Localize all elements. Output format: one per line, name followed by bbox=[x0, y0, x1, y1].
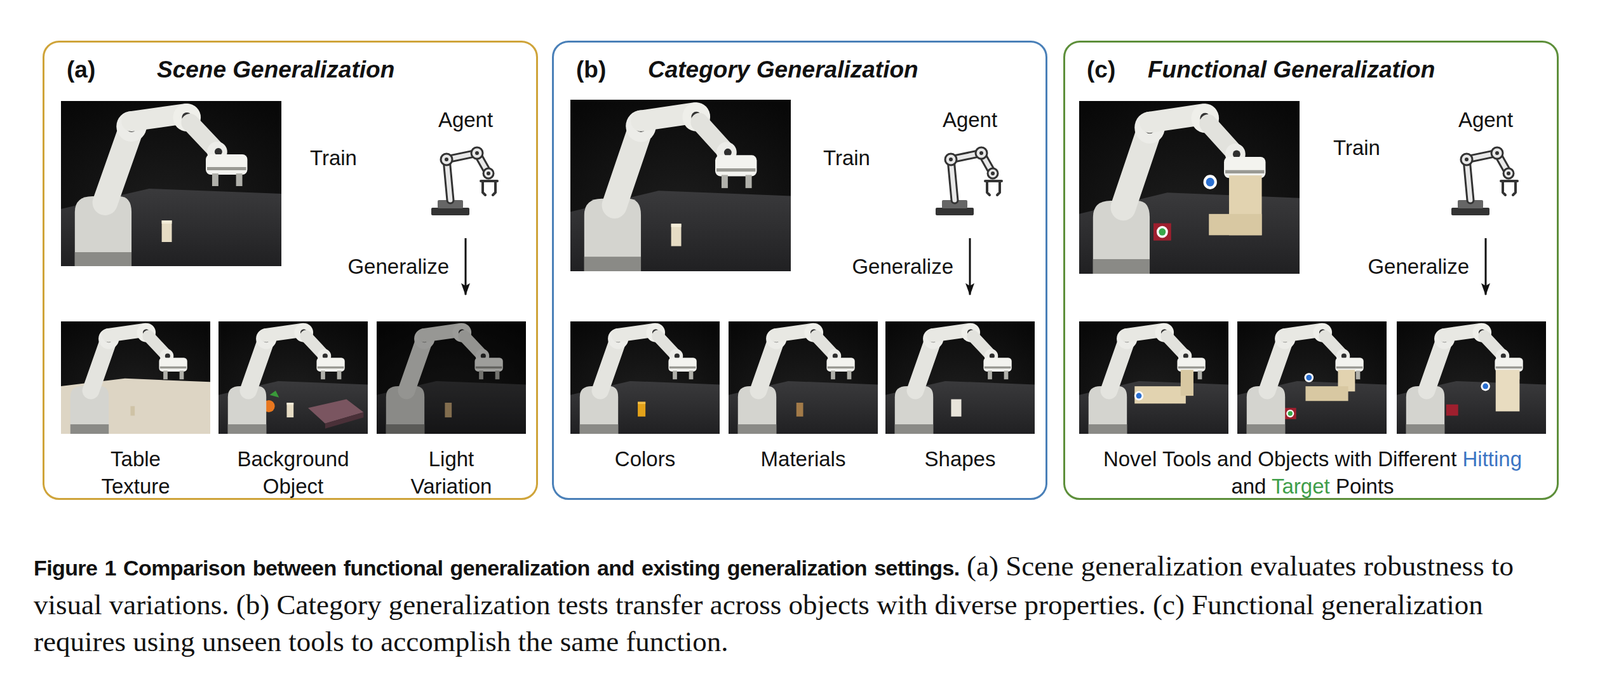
agent-label: Agent bbox=[926, 106, 1014, 134]
styled-word: 1 bbox=[104, 555, 117, 580]
panel-box: (b) Category GeneralizationAgentColors Mat… bbox=[551, 40, 1048, 500]
robot-photo bbox=[728, 321, 878, 434]
styled-word: generalization bbox=[727, 555, 868, 580]
generalize-arrow bbox=[464, 238, 467, 295]
agent-icon bbox=[426, 141, 505, 217]
generalize-arrow bbox=[1485, 238, 1487, 295]
styled-word: Comparison bbox=[123, 555, 246, 580]
styled-word: existing bbox=[641, 555, 721, 580]
train-label: Train bbox=[1305, 134, 1408, 162]
robot-photo bbox=[376, 321, 526, 434]
styled-word: Hitting bbox=[1462, 447, 1523, 471]
robot-photo bbox=[1237, 321, 1387, 434]
agent-box: Agent bbox=[926, 106, 1014, 221]
robot-photo bbox=[885, 321, 1035, 434]
robot-photo bbox=[218, 321, 368, 434]
styled-word: generalization bbox=[450, 555, 591, 580]
robot-photo bbox=[1396, 321, 1547, 434]
train-label: Train bbox=[795, 144, 898, 172]
image-label: Background Object bbox=[233, 445, 354, 500]
agent-label: Agent bbox=[422, 106, 509, 134]
panel-title: Category Generalization bbox=[647, 55, 919, 85]
robot-photo bbox=[60, 321, 211, 434]
image-tile: Background Object bbox=[218, 321, 368, 506]
agent-label: Agent bbox=[1442, 106, 1529, 134]
image-label: Table Texture bbox=[75, 445, 197, 500]
styled-word: Figure bbox=[33, 555, 98, 580]
image-tile: Colors bbox=[570, 321, 720, 474]
styled-word: between bbox=[252, 555, 337, 580]
image-label: Light Variation bbox=[391, 445, 512, 500]
panel-title: Scene Generalization bbox=[156, 55, 395, 85]
panel-title: Functional Generalization bbox=[1147, 55, 1435, 85]
panel-tag: (c) bbox=[1086, 55, 1116, 85]
image-label: Materials bbox=[728, 445, 878, 473]
image-tile: Shapes bbox=[885, 321, 1035, 474]
agent-box: Agent bbox=[1442, 106, 1529, 221]
edge-label: Generalize bbox=[1278, 252, 1470, 281]
robot-photo bbox=[60, 100, 282, 267]
image-label: Colors bbox=[570, 445, 720, 473]
agent-icon bbox=[1446, 141, 1526, 217]
edge-label: Generalize bbox=[258, 252, 450, 281]
robot-photo bbox=[1079, 100, 1300, 274]
generalize-arrow bbox=[969, 238, 972, 295]
styled-word: functional bbox=[343, 555, 443, 580]
row-label: Novel Tools and Objects with Different H… bbox=[1096, 445, 1529, 500]
image-label: Shapes bbox=[885, 445, 1035, 473]
image-tile: Light Variation bbox=[376, 321, 526, 506]
robot-photo bbox=[1079, 321, 1229, 434]
figure-caption: Figure 1 Comparison between functional g… bbox=[33, 547, 1578, 660]
panel-tag: (b) bbox=[576, 55, 606, 85]
image-tile: Table Texture bbox=[60, 321, 211, 506]
styled-word: Target bbox=[1271, 474, 1331, 498]
image-tile: Materials bbox=[728, 321, 878, 474]
robot-photo bbox=[570, 99, 791, 272]
panel-tag: (a) bbox=[66, 55, 96, 85]
panel-box: (a) Scene GeneralizationAgentTable Textur… bbox=[42, 40, 538, 500]
styled-word: settings. bbox=[873, 555, 960, 580]
agent-icon bbox=[930, 141, 1010, 217]
styled-word: and bbox=[597, 555, 635, 580]
edge-label: Generalize bbox=[762, 252, 954, 281]
train-label: Train bbox=[282, 144, 385, 172]
robot-photo bbox=[570, 321, 720, 434]
image-row: Novel Tools and Objects with Different H… bbox=[1079, 321, 1547, 506]
panel-box: (c) Functional GeneralizationAgentNovel T… bbox=[1063, 40, 1559, 500]
agent-box: Agent bbox=[422, 106, 509, 221]
